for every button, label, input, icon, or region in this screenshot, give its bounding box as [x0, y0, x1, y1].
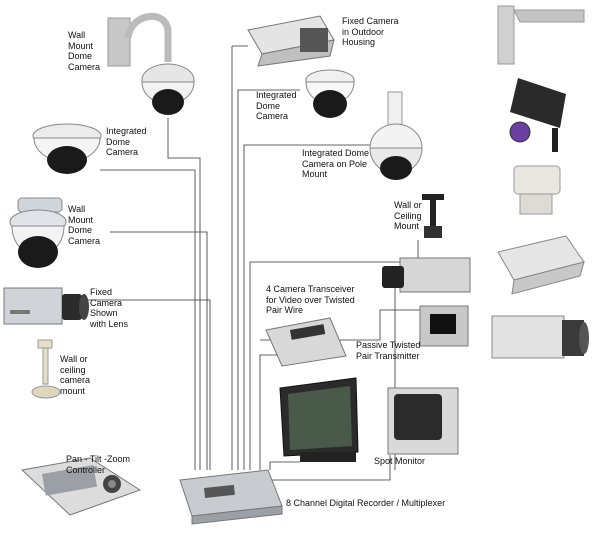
label-fixed-with-lens: Fixed Camera Shown with Lens: [90, 287, 129, 329]
fixed-camera-center: [382, 257, 471, 293]
fixed-camera-outdoor-housing: [247, 15, 335, 67]
fixed-camera-with-lens: [3, 287, 89, 325]
label-integrated-dome-left: Integrated Dome Camera: [106, 126, 147, 157]
four-camera-transceiver: [265, 317, 347, 367]
wall-ceiling-mount-bracket: [422, 194, 444, 238]
wall-mount-dome-camera-top: [107, 12, 195, 115]
wall-bracket-photo: [497, 5, 585, 65]
pan-tilt-unit-photo: [513, 165, 561, 215]
spot-monitor: [387, 387, 459, 455]
label-spot-monitor: Spot Monitor: [374, 456, 426, 466]
ptz-controller: [20, 457, 142, 516]
label-ceiling-camera-mount: Wall or ceiling camera mount: [60, 354, 91, 396]
ceiling-camera-mount: [31, 339, 61, 399]
label-integrated-dome-pole: Integrated Dome Camera on Pole Mount: [302, 148, 370, 179]
digital-recorder-multiplexer: [179, 469, 283, 525]
zoom-camera-photo: [491, 315, 589, 359]
label-ptz-controller: Pan - Tilt -Zoom Controller: [66, 454, 131, 475]
outdoor-housing-photo: [497, 235, 585, 295]
label-dvr: 8 Channel Digital Recorder / Multiplexer: [286, 498, 446, 508]
ir-bullet-camera-photo: [509, 78, 566, 152]
passive-twisted-pair-transmitter: [419, 305, 469, 347]
integrated-dome-camera-pole: [369, 91, 423, 180]
label-wall-ceiling-mount: Wall or Ceiling Mount: [394, 200, 422, 231]
label-fixed-outdoor-housing: Fixed Camera in Outdoor Housing: [342, 16, 399, 47]
wall-mount-dome-camera-mid: [9, 197, 67, 268]
label-wall-mount-dome-mid: Wall Mount Dome Camera: [68, 204, 101, 246]
integrated-dome-camera-left: [32, 123, 102, 174]
label-transceiver: 4 Camera Transceiver for Video over Twis…: [266, 284, 355, 315]
label-wall-mount-dome-top: Wall Mount Dome Camera: [68, 30, 101, 72]
label-integrated-dome-center: Integrated Dome Camera: [256, 90, 297, 121]
lcd-monitor: [279, 377, 359, 462]
integrated-dome-camera-center: [305, 69, 355, 118]
label-passive-transmitter: Passive Twisted Pair Transmitter: [356, 340, 421, 361]
